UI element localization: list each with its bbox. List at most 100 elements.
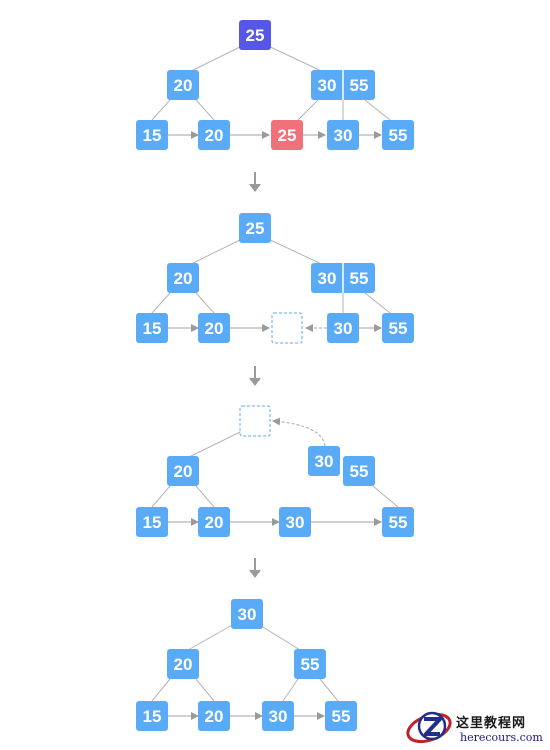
down-arrow-icon xyxy=(249,184,261,192)
s4-internal-right: 55 xyxy=(294,649,326,679)
s2-leaf-4-box xyxy=(382,313,414,343)
s1-leaf-4-box xyxy=(327,120,359,150)
s2-internal-right: 30 55 xyxy=(311,263,375,293)
watermark-title: 这里教程网 xyxy=(456,716,527,731)
tree-edge xyxy=(319,678,339,702)
s1-leaf-5-box xyxy=(382,120,414,150)
s4-leaf-2: 20 xyxy=(198,701,230,731)
s2-root-box xyxy=(239,213,271,243)
s1-leaf-1: 15 xyxy=(136,120,168,150)
tree-edge xyxy=(151,485,171,508)
s1-leaf-5: 55 xyxy=(382,120,414,150)
s3-empty-root xyxy=(239,405,271,437)
tree-edge xyxy=(151,678,171,702)
s4-leaf-4-label: 55 xyxy=(332,707,351,726)
s1-internal-left-label: 20 xyxy=(174,76,193,95)
tree-edge xyxy=(151,292,171,314)
z-logo-icon xyxy=(406,711,452,744)
tree-edge xyxy=(151,99,171,121)
s2-leaf-2-box xyxy=(198,313,230,343)
s4-internal-left-box xyxy=(167,649,199,679)
watermark-url: herecours.com xyxy=(460,731,543,744)
s4-root-label: 30 xyxy=(238,605,257,624)
s4-internal-right-label: 55 xyxy=(301,655,320,674)
s1-leaf-5-label: 55 xyxy=(389,126,408,145)
s3-promoted-key-label: 30 xyxy=(315,452,334,471)
tree-nodes: 25 20 30 55 15 20 25 30 55 25 20 30 55 15 20 30 55 20 30 55… xyxy=(136,20,414,731)
s3-leaf-1-box xyxy=(136,507,168,537)
tree-edge xyxy=(364,99,391,121)
s3-internal-left: 20 xyxy=(167,456,199,486)
s3-internal-right: 55 xyxy=(343,456,375,486)
s4-leaf-1-box xyxy=(136,701,168,731)
s3-promoted-key-box xyxy=(308,446,340,476)
s2-leaf-2-label: 20 xyxy=(205,319,224,338)
s2-leaf-1: 15 xyxy=(136,313,168,343)
s1-root-label: 25 xyxy=(246,26,265,45)
s2-leaf-3: 30 xyxy=(327,313,359,343)
s1-leaf-deleted-label: 25 xyxy=(278,126,297,145)
s1-leaf-1-label: 15 xyxy=(143,126,162,145)
s3-leaf-2: 20 xyxy=(198,507,230,537)
s3-leaf-3: 30 xyxy=(279,507,311,537)
s3-leaf-4: 55 xyxy=(382,507,414,537)
tree-edge xyxy=(372,485,399,508)
step-arrows xyxy=(249,172,261,578)
watermark: 这里教程网 herecours.com xyxy=(405,706,550,750)
s1-leaf-2-box xyxy=(198,120,230,150)
s2-leaf-3-label: 30 xyxy=(334,319,353,338)
s3-internal-left-label: 20 xyxy=(174,462,193,481)
tree-edge xyxy=(257,623,301,651)
tree-edge xyxy=(282,678,299,702)
s4-leaf-3-label: 30 xyxy=(269,707,288,726)
s1-internal-left-box xyxy=(167,70,199,100)
s1-leaf-2-label: 20 xyxy=(205,126,224,145)
promote-arrow xyxy=(272,417,326,447)
s4-leaf-2-box xyxy=(198,701,230,731)
s4-internal-left-label: 20 xyxy=(174,655,193,674)
tree-edge xyxy=(187,623,235,651)
s4-internal-left: 20 xyxy=(167,649,199,679)
s1-internal-right-key-right: 55 xyxy=(350,76,369,95)
s4-leaf-2-label: 20 xyxy=(205,707,224,726)
s2-leaf-4: 55 xyxy=(382,313,414,343)
s3-leaf-1-label: 15 xyxy=(143,513,162,532)
tree-edge xyxy=(364,292,391,314)
tree-edge xyxy=(195,485,215,508)
s2-internal-right-key-left: 30 xyxy=(318,269,337,288)
s1-root: 25 xyxy=(239,20,271,50)
down-arrow-icon-2 xyxy=(249,378,261,386)
s3-internal-right-box xyxy=(343,456,375,486)
s4-leaf-1: 15 xyxy=(136,701,168,731)
s4-leaf-1-label: 15 xyxy=(143,707,162,726)
s4-leaf-3-box xyxy=(262,701,294,731)
s2-empty-leaf xyxy=(271,312,303,344)
tree-edge xyxy=(195,678,215,702)
s3-leaf-2-label: 20 xyxy=(205,513,224,532)
s1-leaf-4: 30 xyxy=(327,120,359,150)
s4-leaf-4: 55 xyxy=(325,701,357,731)
down-arrow-icon-3 xyxy=(249,570,261,578)
s1-internal-left: 20 xyxy=(167,70,199,100)
s3-leaf-4-label: 55 xyxy=(389,513,408,532)
s2-leaf-1-box xyxy=(136,313,168,343)
s2-leaf-1-label: 15 xyxy=(143,319,162,338)
s1-leaf-deleted: 25 xyxy=(271,120,303,150)
s3-leaf-3-label: 30 xyxy=(286,513,305,532)
s2-leaf-3-box xyxy=(327,313,359,343)
s4-internal-right-box xyxy=(294,649,326,679)
s2-internal-left-box xyxy=(167,263,199,293)
s1-leaf-deleted-box xyxy=(271,120,303,150)
s2-internal-right-key-right: 55 xyxy=(350,269,369,288)
s1-leaf-1-box xyxy=(136,120,168,150)
tree-edge xyxy=(195,99,215,121)
s4-leaf-3: 30 xyxy=(262,701,294,731)
tree-edge xyxy=(195,292,215,314)
s2-root: 25 xyxy=(239,213,271,243)
s3-leaf-3-box xyxy=(279,507,311,537)
s2-leaf-4-label: 55 xyxy=(389,319,408,338)
tree-edges xyxy=(151,44,399,720)
tree-edge xyxy=(182,431,241,461)
s1-internal-right-key-left: 30 xyxy=(318,76,337,95)
